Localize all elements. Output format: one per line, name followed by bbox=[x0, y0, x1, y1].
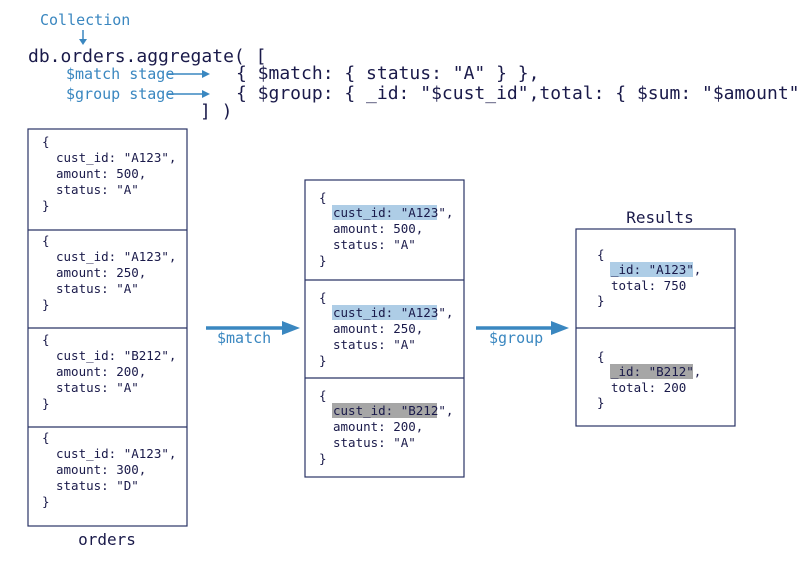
doc-status: status: "A" bbox=[56, 182, 139, 197]
results-label: Results bbox=[626, 208, 693, 227]
orders-doc-3: { cust_id: "B212", amount: 200, status: … bbox=[42, 332, 176, 411]
doc-open-brace: { bbox=[597, 247, 605, 262]
match-arrow-label: $match bbox=[217, 329, 271, 347]
doc-amount: amount: 200, bbox=[333, 419, 423, 434]
doc-cust-id: cust_id: "B212", bbox=[333, 403, 453, 418]
doc-cust-id: cust_id: "B212", bbox=[56, 348, 176, 363]
doc-close-brace: } bbox=[597, 293, 605, 308]
doc-status: status: "A" bbox=[333, 237, 416, 252]
doc-close-brace: } bbox=[319, 253, 327, 268]
doc-open-brace: { bbox=[597, 349, 605, 364]
doc-open-brace: { bbox=[319, 290, 327, 305]
result-id: _id: "A123", bbox=[611, 262, 701, 277]
doc-close-brace: } bbox=[319, 451, 327, 466]
doc-open-brace: { bbox=[42, 430, 50, 445]
doc-amount: amount: 500, bbox=[333, 221, 423, 236]
cust-id-highlight bbox=[332, 403, 437, 418]
doc-open-brace: { bbox=[319, 190, 327, 205]
result-total: total: 750 bbox=[611, 278, 686, 293]
doc-close-brace: } bbox=[597, 395, 605, 410]
match-stage-label: $match stage bbox=[66, 65, 174, 83]
match-arrowhead bbox=[282, 321, 300, 335]
group-stage-pointer-arrowhead bbox=[202, 90, 210, 98]
doc-amount: amount: 250, bbox=[56, 265, 146, 280]
doc-amount: amount: 200, bbox=[56, 364, 146, 379]
cust-id-highlight bbox=[332, 205, 437, 220]
id-highlight bbox=[610, 364, 693, 379]
doc-cust-id: cust_id: "A123", bbox=[333, 305, 453, 320]
doc-open-brace: { bbox=[42, 233, 50, 248]
doc-open-brace: { bbox=[42, 134, 50, 149]
code-line-aggregate: db.orders.aggregate( [ bbox=[28, 46, 266, 67]
doc-close-brace: } bbox=[42, 396, 50, 411]
doc-close-brace: } bbox=[319, 353, 327, 368]
group-arrowhead bbox=[551, 321, 569, 335]
matched-doc-2: { cust_id: "A123", amount: 250, status: … bbox=[319, 290, 453, 368]
doc-close-brace: } bbox=[42, 494, 50, 509]
match-stage-pointer-arrowhead bbox=[202, 70, 210, 78]
doc-cust-id: cust_id: "A123", bbox=[56, 249, 176, 264]
doc-cust-id: cust_id: "A123", bbox=[333, 205, 453, 220]
doc-cust-id: cust_id: "A123", bbox=[56, 150, 176, 165]
orders-doc-2: { cust_id: "A123", amount: 250, status: … bbox=[42, 233, 176, 312]
group-arrow-label: $group bbox=[489, 329, 543, 347]
matched-doc-3: { cust_id: "B212", amount: 200, status: … bbox=[319, 388, 453, 466]
doc-amount: amount: 250, bbox=[333, 321, 423, 336]
doc-status: status: "A" bbox=[333, 435, 416, 450]
orders-doc-1: { cust_id: "A123", amount: 500, status: … bbox=[42, 134, 176, 213]
result-total: total: 200 bbox=[611, 380, 686, 395]
code-line-group: { $group: { _id: "$cust_id",total: { $su… bbox=[236, 83, 810, 104]
doc-status: status: "D" bbox=[56, 478, 139, 493]
code-line-match: { $match: { status: "A" } }, bbox=[236, 63, 539, 84]
doc-cust-id: cust_id: "A123", bbox=[56, 446, 176, 461]
cust-id-highlight bbox=[332, 305, 437, 320]
doc-status: status: "A" bbox=[56, 281, 139, 296]
collection-pointer-arrowhead bbox=[79, 39, 87, 45]
doc-status: status: "A" bbox=[56, 380, 139, 395]
result-doc-2: { _id: "B212", total: 200 } bbox=[597, 349, 701, 410]
matched-doc-1: { cust_id: "A123", amount: 500, status: … bbox=[319, 190, 453, 268]
orders-collection-label: orders bbox=[78, 530, 136, 549]
doc-close-brace: } bbox=[42, 198, 50, 213]
id-highlight bbox=[610, 262, 693, 277]
matched-documents-box bbox=[304, 179, 465, 478]
code-line-close: ] ) bbox=[200, 101, 233, 122]
doc-amount: amount: 300, bbox=[56, 462, 146, 477]
result-id: _id: "B212", bbox=[611, 364, 701, 379]
orders-doc-4: { cust_id: "A123", amount: 300, status: … bbox=[42, 430, 176, 509]
doc-status: status: "A" bbox=[333, 337, 416, 352]
group-stage-label: $group stage bbox=[66, 85, 174, 103]
doc-open-brace: { bbox=[319, 388, 327, 403]
doc-close-brace: } bbox=[42, 297, 50, 312]
doc-amount: amount: 500, bbox=[56, 166, 146, 181]
doc-open-brace: { bbox=[42, 332, 50, 347]
result-doc-1: { _id: "A123", total: 750 } bbox=[597, 247, 701, 308]
collection-label: Collection bbox=[40, 11, 130, 29]
